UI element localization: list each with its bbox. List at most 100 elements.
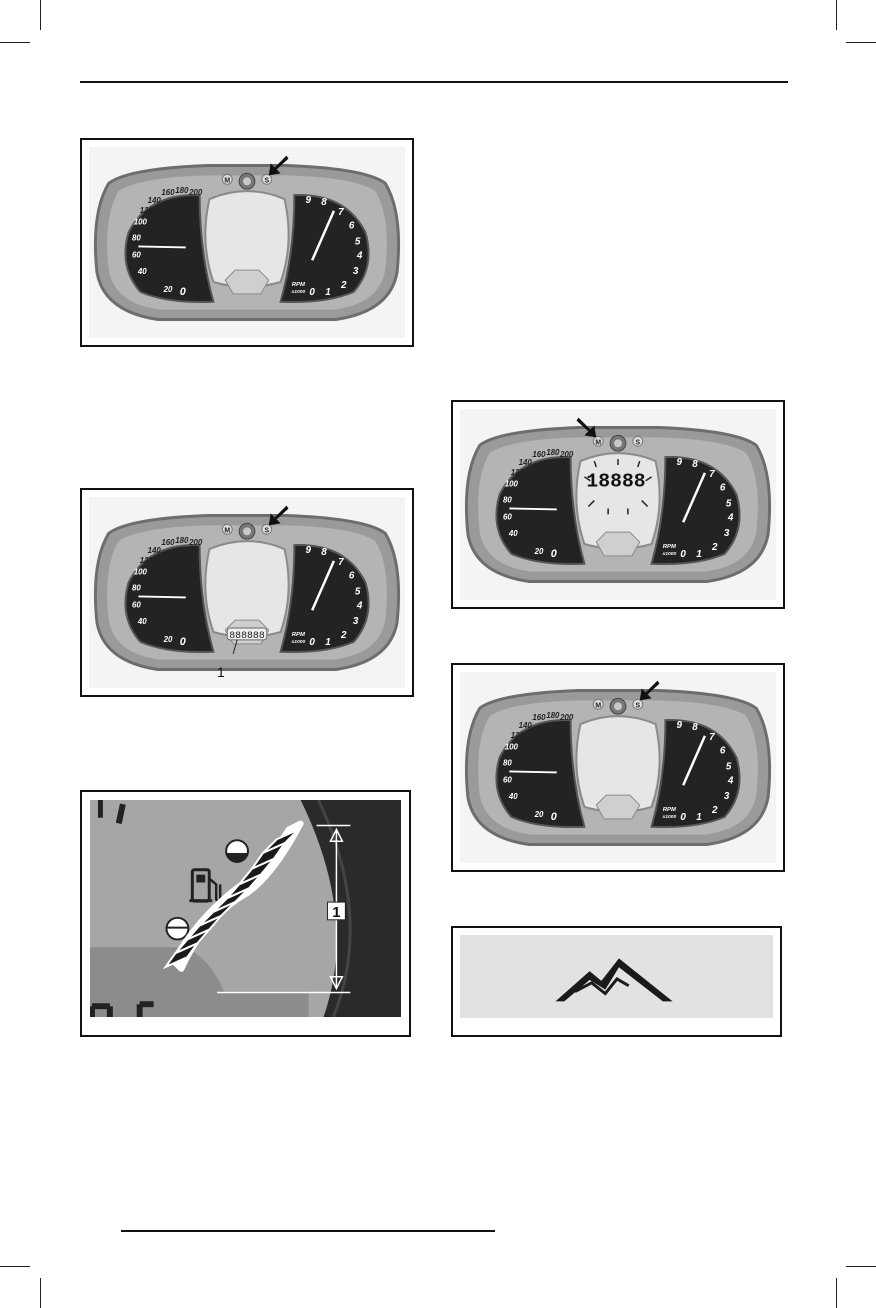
rpm-tick-label: 9 [676,457,682,468]
center-lcd [204,540,290,638]
speed-tick-label: 80 [132,584,141,593]
fuel-gauge-closeup: 1 [90,800,401,1017]
crop-mark [846,1266,876,1267]
speed-tick-label: 40 [508,792,518,801]
rpm-tick-label: 5 [726,498,732,509]
speed-tick-label: 20 [534,547,544,556]
mode-s-label: S [264,177,269,184]
rpm-tick-label: 7 [709,732,715,743]
mode-s-indicator [632,435,644,447]
mountain-icon [555,958,673,1002]
speed-tick-label: 180 [175,186,189,195]
rpm-tick-label: 8 [321,197,327,208]
odometer-digits: 888888 [229,630,265,641]
lower-lcd [595,531,641,557]
rpm-unit-label: RPM [663,807,677,813]
speed-tick-label: 180 [175,536,189,545]
flash-ray [593,460,597,468]
figure-fuel-gauge: 1 [80,790,411,1037]
tachometer-dial [279,544,370,654]
speed-tick-label: 40 [137,267,147,276]
mode-m-label: M [224,177,230,184]
tachometer-dial [650,719,741,829]
brand-logo-icon [614,702,622,711]
speed-tick-label: 200 [188,188,203,197]
center-lcd [575,452,661,550]
rpm-tick-label: 1 [325,637,330,648]
lower-lcd [595,794,641,820]
speed-tick-label: 0 [551,811,557,823]
flash-ray [641,500,649,507]
speed-tick-label: 60 [503,775,512,784]
speed-tick-label: 140 [519,721,533,730]
brand-logo-icon [243,527,251,536]
rpm-tick-label: 7 [338,557,344,568]
rpm-tick-label: 6 [720,483,726,494]
arrow-pointing-s-icon [268,155,289,176]
rpm-tick-label: 4 [356,250,363,261]
center-lcd [575,715,661,813]
rpm-tick-label: 1 [325,287,330,298]
rpm-tick-label: 7 [709,469,715,480]
speed-tick-label: 120 [140,206,154,215]
fuel-bar-segment [162,940,201,970]
rpm-tick-label: 0 [680,549,686,560]
speed-tick-label: 100 [505,743,519,752]
speed-tick-label: 20 [163,285,173,294]
footer-rule [121,1230,495,1232]
speed-tick-label: 140 [148,196,162,205]
mode-m-label: M [224,527,230,534]
rpm-tick-label: 2 [340,630,347,641]
mode-s-label: S [635,439,640,446]
lower-lcd [224,269,270,295]
speed-tick-label: 140 [148,546,162,555]
crop-mark [40,1278,41,1308]
speed-tick-label: 100 [134,568,148,577]
speed-tick-label: 180 [546,448,560,457]
rpm-tick-label: 2 [711,805,718,816]
speed-tick-label: 160 [161,188,175,197]
flash-ray [637,460,641,468]
speed-tick-label: 120 [140,556,154,565]
rpm-tick-label: 2 [340,280,347,291]
header-rule [80,81,788,83]
tachometer-dial [650,456,741,566]
speed-tick-label: 0 [180,636,186,648]
tachometer-needle [682,472,707,523]
rpm-unit-label: x1000 [662,551,677,557]
speed-tick-label: 100 [505,480,519,489]
speed-tick-label: 40 [137,617,147,626]
mode-m-label: M [595,439,601,446]
mode-m-indicator [592,698,604,710]
speedometer-dial [495,719,586,829]
speedometer-dial [124,194,215,304]
lcd-digits: 18888 [586,471,645,493]
speedometer-needle [138,245,186,249]
rpm-tick-label: 6 [349,571,355,582]
rpm-tick-label: 0 [309,287,315,298]
rpm-tick-label: 0 [309,637,315,648]
rpm-tick-label: 9 [676,720,682,731]
mode-s-label: S [635,702,640,709]
arrow-pointing-m-icon [576,417,597,438]
callout-number: 1 [332,905,340,921]
brand-logo-icon [243,177,251,186]
speed-tick-label: 200 [559,713,574,722]
speedometer-needle [509,507,557,511]
speed-tick-label: 80 [132,234,141,243]
arrow-pointing-s-icon [639,680,660,701]
speedometer-needle [509,770,557,774]
mode-m-indicator [592,435,604,447]
center-lcd [204,190,290,288]
speed-tick-label: 180 [546,711,560,720]
figure-panel [460,935,773,1018]
speed-tick-label: 200 [559,450,574,459]
speed-tick-label: 100 [134,218,148,227]
